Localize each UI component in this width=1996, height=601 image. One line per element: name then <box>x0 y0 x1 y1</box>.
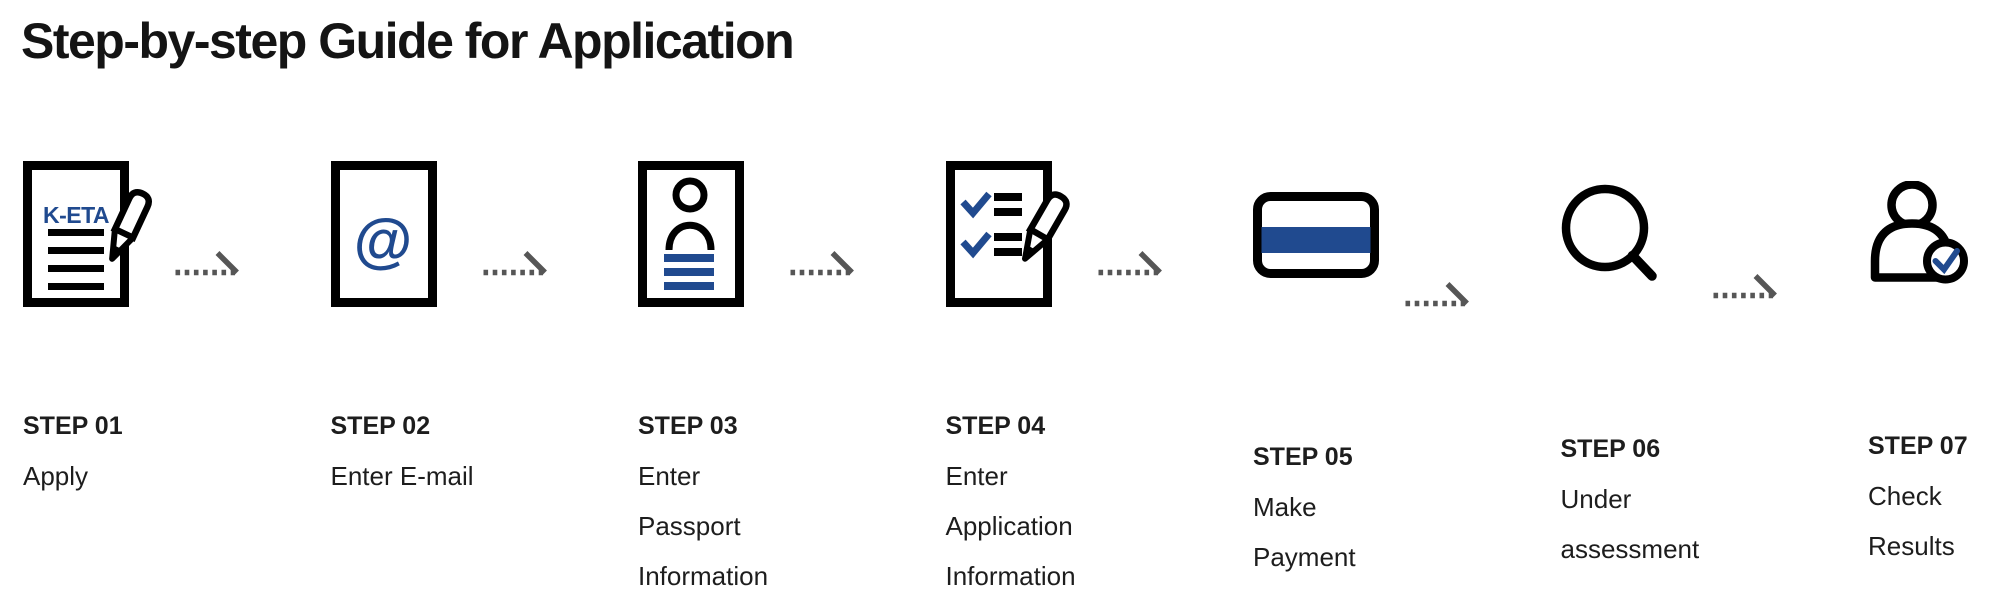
step-caption-line: Apply <box>23 461 89 491</box>
dotted-arrow-icon <box>1405 282 1469 307</box>
step-label: STEP 01 <box>23 412 123 440</box>
dotted-arrow-icon <box>790 251 854 276</box>
credit-card-icon <box>1253 192 1379 278</box>
step-item-05: STEP 05 Make Payment <box>1250 125 1558 601</box>
application-checklist-pencil-icon <box>945 161 1096 307</box>
keta-label: K-ETA <box>43 202 109 228</box>
step-label: STEP 04 <box>945 412 1046 440</box>
step-caption-line: Application <box>945 511 1073 541</box>
step-item-01: K-ETA STEP 01 Apply <box>20 125 328 601</box>
step-label: STEP 03 <box>638 412 738 440</box>
keta-document-pencil-icon: K-ETA <box>23 161 173 307</box>
step-label: STEP 07 <box>1868 432 1968 460</box>
dotted-arrow-icon <box>1098 251 1162 276</box>
at-symbol: @ <box>353 207 412 274</box>
step-caption-line: Check <box>1868 481 1942 511</box>
step-label: STEP 06 <box>1560 435 1661 463</box>
page-title: Step-by-step Guide for Application <box>21 13 795 69</box>
step-caption-line: Information <box>945 561 1076 591</box>
step-caption-line: Payment <box>1253 542 1356 572</box>
step-caption-line: assessment <box>1560 534 1700 564</box>
step-caption-line: Information <box>638 561 769 591</box>
step-caption-line: Enter E-mail <box>330 461 474 491</box>
step-item-07: STEP 07 Check Results <box>1865 125 1993 601</box>
step-label: STEP 05 <box>1253 443 1353 471</box>
step-caption-line: Enter <box>945 461 1008 491</box>
passport-document-icon <box>638 161 744 307</box>
step-caption-line: Under <box>1560 484 1632 514</box>
dotted-arrow-icon <box>175 251 239 276</box>
dotted-arrow-icon <box>483 251 547 276</box>
step-guide-section: Step-by-step Guide for Application K-ETA <box>0 12 1996 601</box>
step-item-04: STEP 04 Enter Application Information <box>943 125 1251 601</box>
step-caption-line: Results <box>1868 531 1955 561</box>
step-item-06: STEP 06 Under assessment <box>1558 125 1866 601</box>
step-caption-line: Enter <box>638 461 701 491</box>
magnifier-icon <box>1561 184 1657 281</box>
dotted-arrow-icon <box>1713 274 1777 299</box>
step-caption-line: Passport <box>638 511 741 541</box>
step-item-02: @ STEP 02 Enter E-mail <box>328 125 636 601</box>
step-item-03: STEP 03 Enter Passport Information <box>635 125 943 601</box>
step-label: STEP 02 <box>330 412 431 440</box>
steps-row: K-ETA STEP 01 Apply <box>0 125 1996 601</box>
person-check-icon <box>1870 181 1968 284</box>
email-document-icon: @ <box>330 161 437 307</box>
step-caption-line: Make <box>1253 492 1317 522</box>
